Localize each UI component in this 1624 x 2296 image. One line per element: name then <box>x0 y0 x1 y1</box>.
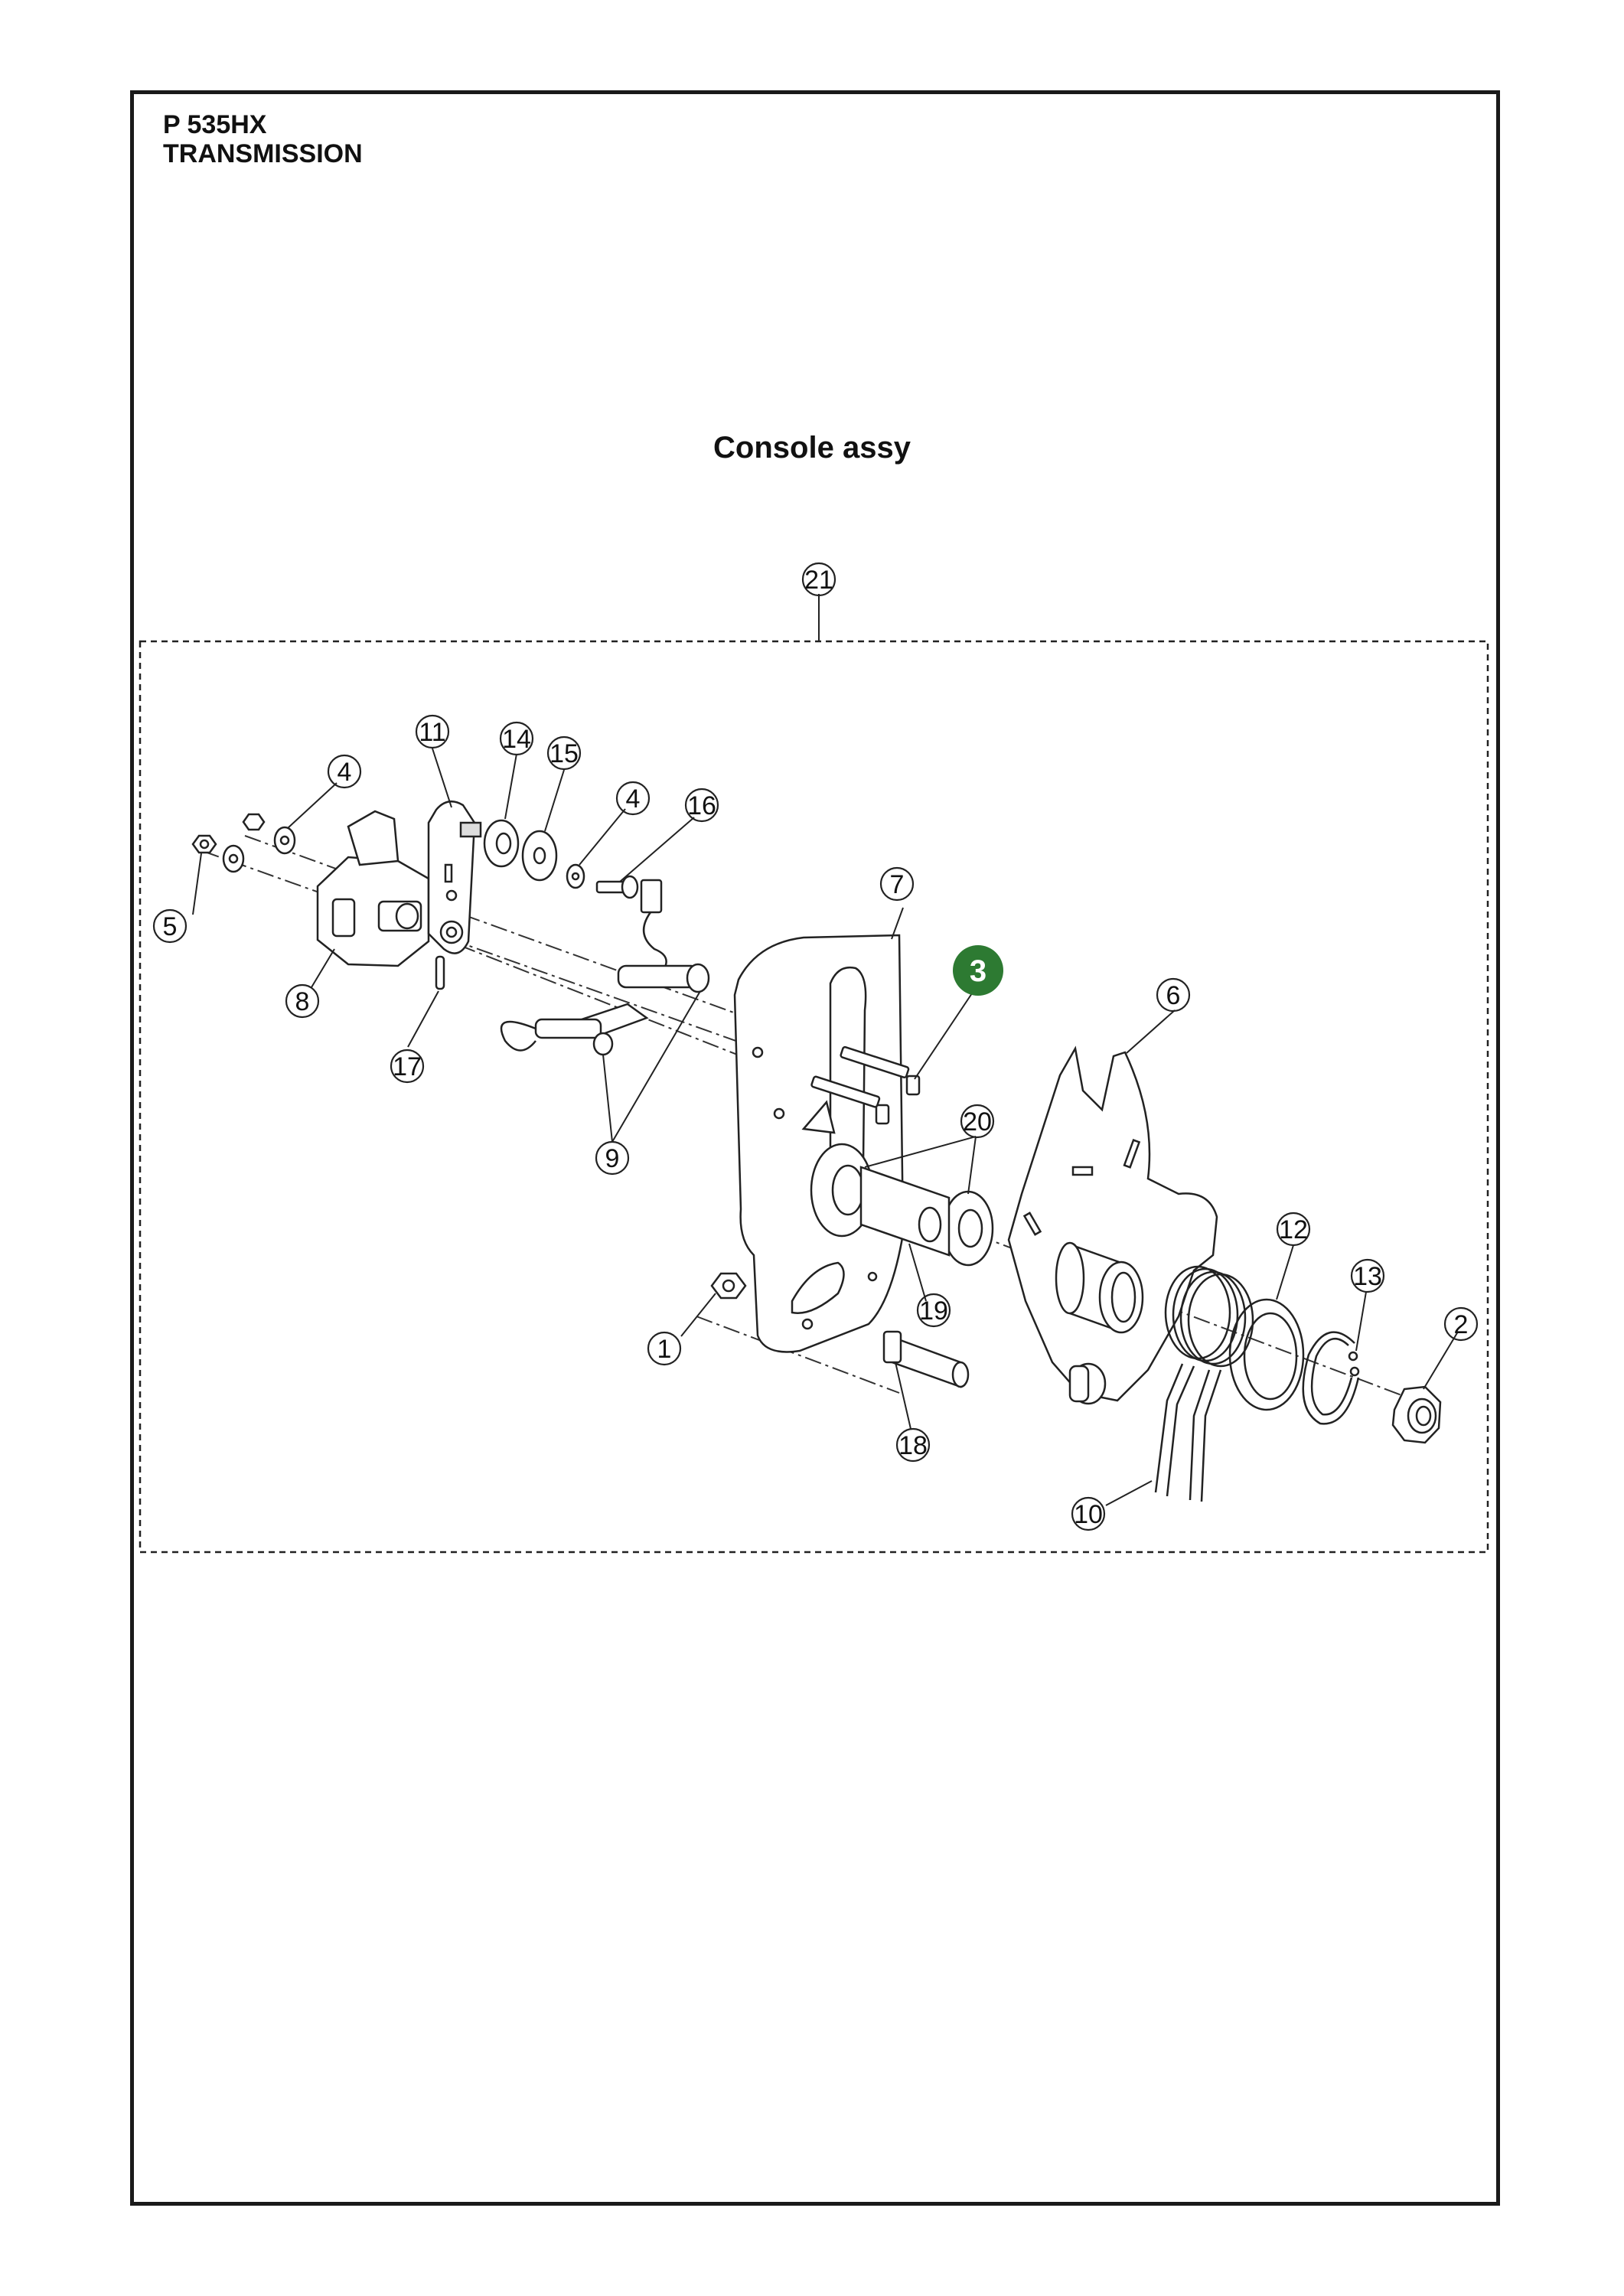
part-12-washer <box>1228 1298 1305 1411</box>
callout-19-label: 19 <box>919 1296 948 1326</box>
callout-9: 9 <box>595 1140 630 1176</box>
callout-16: 16 <box>684 788 719 823</box>
callout-19: 19 <box>916 1293 951 1328</box>
part-3-bolts <box>810 1045 921 1125</box>
callout-1: 1 <box>647 1331 682 1366</box>
part-7-plate <box>733 934 905 1353</box>
callout-1-label: 1 <box>657 1335 672 1364</box>
part-8-switch-block <box>316 810 430 967</box>
callout-12-label: 12 <box>1279 1215 1308 1244</box>
callout-17-label: 17 <box>393 1052 422 1081</box>
part-18-pin <box>882 1330 970 1388</box>
part-5-nut <box>191 834 217 854</box>
callout-16-label: 16 <box>687 791 716 820</box>
part-2-lock-nut <box>1391 1385 1442 1444</box>
callout-4-right: 4 <box>615 781 651 816</box>
part-17-pin <box>435 955 445 990</box>
callout-7: 7 <box>879 866 915 902</box>
part-4-washers-left <box>222 813 296 873</box>
callout-20-label: 20 <box>963 1107 992 1137</box>
page-frame <box>130 90 1500 2206</box>
part-19-shaft <box>859 1166 951 1257</box>
callout-15: 15 <box>546 735 582 771</box>
callout-3-highlighted: 3 <box>953 945 1003 996</box>
callout-3-badge <box>953 945 1003 996</box>
callout-12: 12 <box>1276 1212 1311 1247</box>
callout-10-label: 10 <box>1074 1500 1103 1529</box>
leader-lines <box>192 594 1459 1506</box>
callout-4-right-label: 4 <box>626 784 641 814</box>
model-name: P 535HX <box>163 110 267 139</box>
callout-20: 20 <box>960 1104 995 1139</box>
part-13-retaining-ring <box>1302 1331 1360 1425</box>
assembly-boundary <box>139 640 1489 1554</box>
callout-4-left-label: 4 <box>338 758 352 787</box>
callout-7-label: 7 <box>890 870 905 899</box>
callout-6-label: 6 <box>1166 981 1181 1010</box>
callout-5-label: 5 <box>163 912 178 941</box>
part-10-spring <box>1154 1265 1254 1502</box>
section-name: TRANSMISSION <box>163 139 363 168</box>
callout-14-label: 14 <box>502 725 531 754</box>
callout-21: 21 <box>801 562 836 597</box>
callout-2: 2 <box>1443 1306 1479 1342</box>
callout-17: 17 <box>390 1049 425 1084</box>
callout-3-label: 3 <box>970 954 986 988</box>
part-16-screw <box>595 875 639 899</box>
callout-13: 13 <box>1350 1258 1385 1293</box>
callout-6: 6 <box>1156 977 1191 1013</box>
callout-4-left: 4 <box>327 754 362 789</box>
part-1-nut <box>710 1272 747 1300</box>
callout-2-label: 2 <box>1454 1310 1469 1339</box>
diagram-title: Console assy <box>713 431 911 465</box>
part-11-lever <box>427 800 482 954</box>
callout-11-label: 11 <box>419 718 445 747</box>
callout-14: 14 <box>499 721 534 756</box>
callout-18: 18 <box>895 1427 931 1463</box>
callout-8-label: 8 <box>295 987 310 1016</box>
callout-13-label: 13 <box>1353 1262 1382 1291</box>
callout-5: 5 <box>152 908 188 944</box>
callout-10: 10 <box>1071 1496 1106 1531</box>
callout-11: 11 <box>415 714 450 749</box>
part-4-washer-right <box>566 863 585 889</box>
part-9-sensors <box>500 879 710 1056</box>
callout-18-label: 18 <box>898 1431 928 1460</box>
callout-9-label: 9 <box>605 1144 620 1173</box>
part-15-washer <box>521 830 558 882</box>
part-6-hub <box>1055 1241 1144 1334</box>
callout-15-label: 15 <box>549 739 579 768</box>
part-14-bushing <box>483 819 520 868</box>
callout-21-label: 21 <box>804 566 833 595</box>
callout-8: 8 <box>285 983 320 1019</box>
